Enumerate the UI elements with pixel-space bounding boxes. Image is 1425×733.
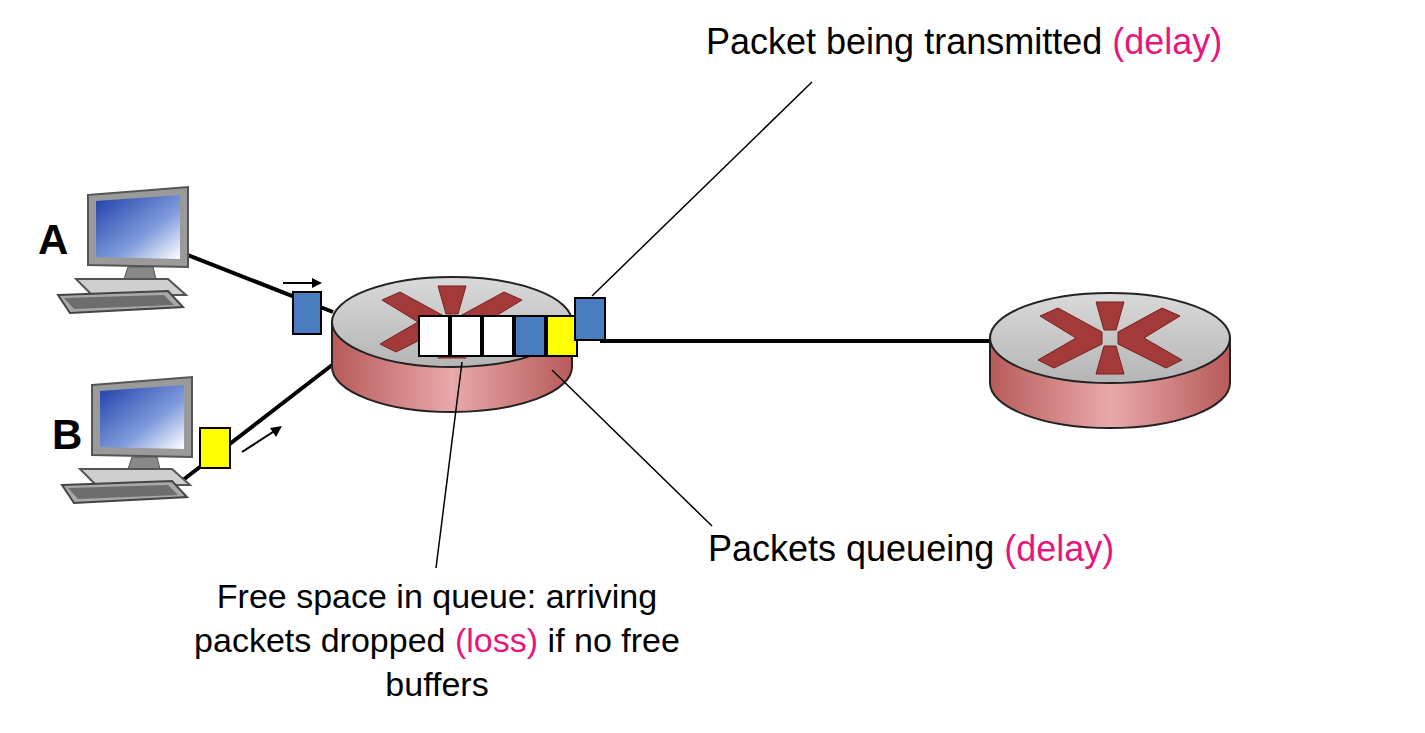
callout-text-group: Free space in queue: arriving packets dr…	[177, 574, 697, 706]
host-label-group: B	[52, 410, 82, 460]
effect-label: (delay)	[1112, 21, 1222, 62]
effect-label: (delay)	[1004, 528, 1114, 569]
callout-text: Packets queueing	[708, 528, 994, 569]
host-label: A	[38, 216, 68, 263]
callout-text-group: Packet being transmitted(delay)	[706, 20, 1222, 63]
effect-label: (loss)	[455, 621, 538, 659]
callout-text: Packet being transmitted	[706, 21, 1102, 62]
callout-text-group: Packets queueing(delay)	[708, 527, 1114, 570]
host-label-group: A	[38, 215, 68, 265]
host-label: B	[52, 411, 82, 458]
